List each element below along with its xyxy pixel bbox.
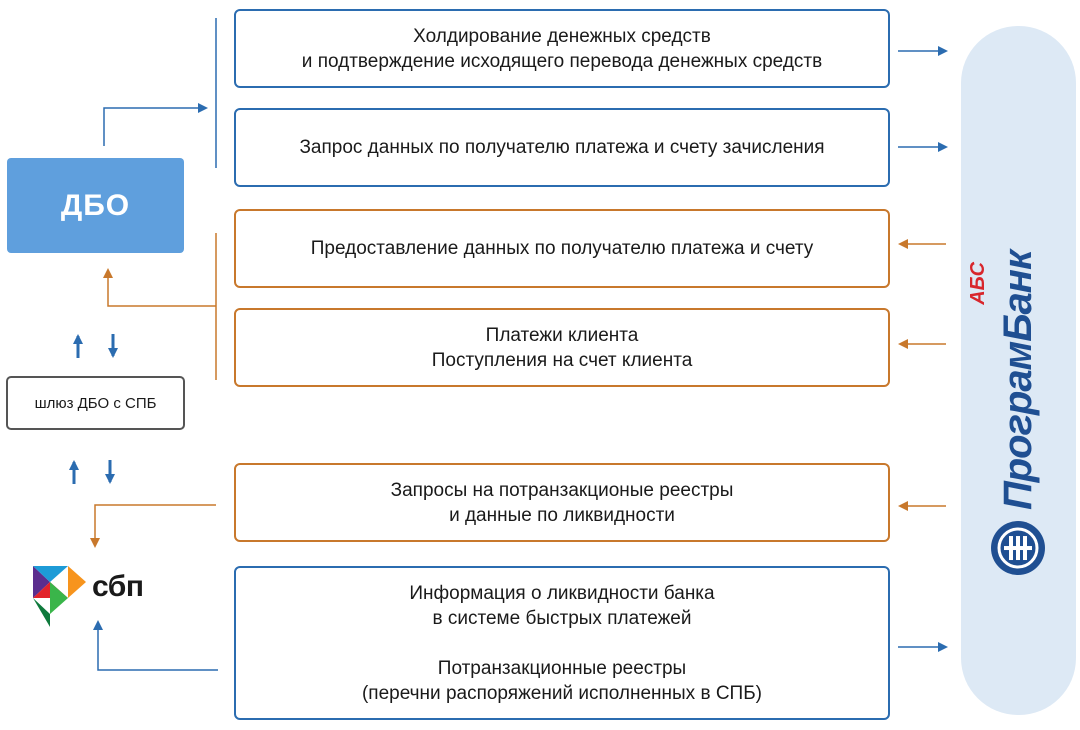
dbo-block: ДБО xyxy=(7,158,184,253)
arrow-liquidity-to-sbp xyxy=(93,620,218,671)
programbank-emblem-icon xyxy=(991,521,1045,576)
box-line: Запрос данных по получателю платежа и сч… xyxy=(299,137,825,158)
box-liquidity-info: Информация о ликвидности банка в системе… xyxy=(234,566,890,720)
arrow-boxes-to-dbo xyxy=(103,268,216,307)
abs-panel xyxy=(961,26,1076,715)
gateway-block: шлюз ДБО с СПБ xyxy=(6,376,185,430)
box-line: Платежи клиента xyxy=(485,324,639,346)
box-recipient-request: Запрос данных по получателю платежа и сч… xyxy=(234,108,890,187)
box-line: в системе быстрых платежей xyxy=(432,607,692,629)
box-line: и данные по ликвидности xyxy=(449,504,675,526)
box-registry-requests: Запросы на потранзакционые реестры и дан… xyxy=(234,463,890,542)
box-client-payments: Платежи клиента Поступления на счет клие… xyxy=(234,308,890,387)
box-line: Запросы на потранзакционые реестры xyxy=(390,479,734,501)
sbp-logo-icon xyxy=(33,566,86,627)
box-line: Информация о ликвидности банка xyxy=(409,582,715,604)
arrow-requests-to-sbp xyxy=(90,504,216,548)
box-recipient-data: Предоставление данных по получателю плат… xyxy=(234,209,890,288)
sbp-label: сбп xyxy=(92,570,144,603)
box-line: Предоставление данных по получателю плат… xyxy=(310,238,814,259)
box-line: Холдирование денежных средств xyxy=(413,25,711,47)
box-line: и подтверждение исходящего перевода дене… xyxy=(301,50,823,72)
box-line: Поступления на счет клиента xyxy=(431,349,693,371)
box-line: (перечни распоряжений исполненных в СПБ) xyxy=(361,682,763,704)
box-line: Потранзакционные реестры xyxy=(437,657,687,679)
arrow-dbo-to-boxes xyxy=(103,103,208,146)
box-holding-funds: Холдирование денежных средств и подтверж… xyxy=(234,9,890,88)
